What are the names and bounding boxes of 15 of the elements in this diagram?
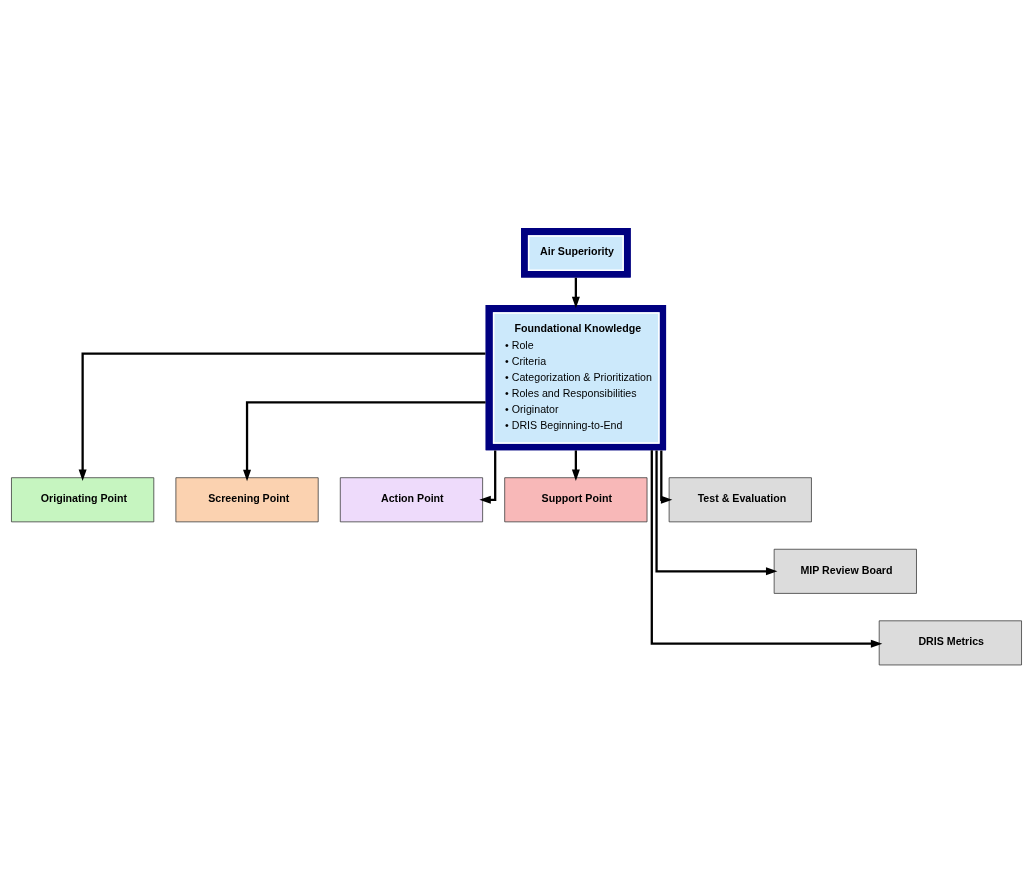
arrow xyxy=(571,277,580,308)
arrow xyxy=(660,449,673,504)
node-box: Action Point xyxy=(339,476,483,522)
arrow xyxy=(571,449,580,481)
arrow xyxy=(78,352,486,481)
node-box: MIP Review Board xyxy=(773,548,917,594)
arrow xyxy=(243,400,486,481)
arrow xyxy=(479,449,497,504)
node-box: Originating Point xyxy=(11,476,155,522)
arrow xyxy=(655,450,778,575)
node-box: Support Point xyxy=(504,476,648,522)
arrow xyxy=(650,449,883,648)
node-box: Test & Evaluation xyxy=(668,476,812,522)
node-box: DRIS Metrics xyxy=(878,619,1022,665)
node-box: Screening Point xyxy=(175,476,319,522)
